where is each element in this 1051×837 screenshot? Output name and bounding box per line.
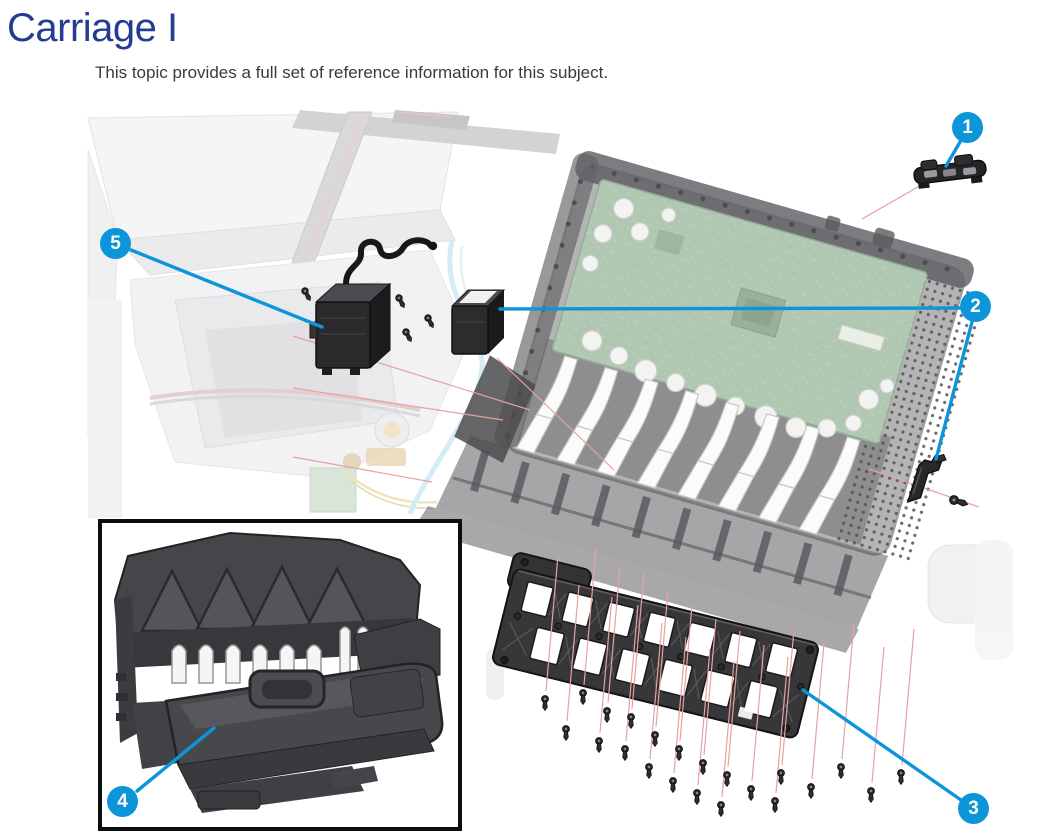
callout-badge-5: 5 bbox=[100, 228, 131, 259]
leader-lines-blue bbox=[129, 140, 974, 802]
tray-latch-posts bbox=[470, 449, 853, 597]
cable bbox=[343, 237, 434, 287]
callout-badge-2: 2 bbox=[960, 291, 991, 322]
bracket-part bbox=[906, 453, 947, 503]
callout-badge-3: 3 bbox=[958, 793, 989, 824]
inset-carriage-drawing bbox=[113, 531, 444, 813]
callout-badge-4: 4 bbox=[107, 786, 138, 817]
inset-leader-line-blue bbox=[135, 726, 216, 793]
latch-part bbox=[913, 154, 987, 189]
carriage-inset-box bbox=[98, 519, 462, 831]
flex-cables bbox=[515, 355, 861, 535]
intro-text: This topic provides a full set of refere… bbox=[95, 63, 609, 82]
page-title: Carriage I bbox=[7, 6, 178, 50]
callout-badge-1: 1 bbox=[952, 112, 983, 143]
encoder-sensor-boxes bbox=[300, 237, 506, 375]
carriage-assembly-drawing bbox=[413, 151, 990, 653]
bracket-screw bbox=[948, 494, 970, 510]
